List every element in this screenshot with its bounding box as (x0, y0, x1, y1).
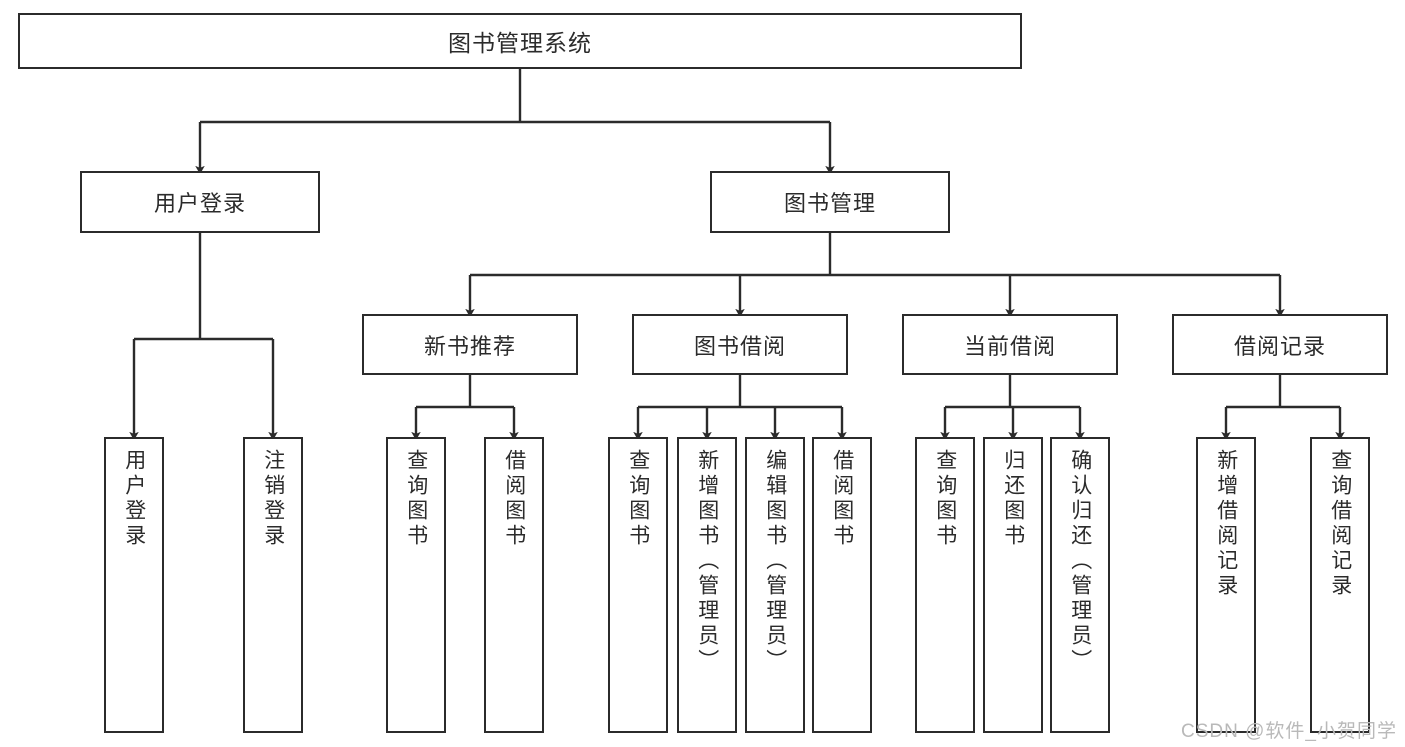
node-label: 图书管理系统 (448, 30, 592, 56)
node-label: 确认归还（管理员） (1068, 449, 1092, 674)
node-root: 图书管理系统 (18, 13, 1022, 69)
node-label: 编辑图书（管理员） (763, 449, 787, 674)
node-label: 借阅记录 (1233, 333, 1326, 359)
node-label: 归还图书 (1001, 449, 1025, 549)
node-label: 借阅图书 (502, 449, 526, 549)
node-leaf-edit-book-admin: 编辑图书（管理员） (745, 437, 805, 733)
node-leaf-confirm-return-admin: 确认归还（管理员） (1050, 437, 1110, 733)
connector-lines (129, 69, 1345, 441)
node-label: 用户登录 (122, 449, 146, 549)
node-leaf-query-borrow-record: 查询借阅记录 (1310, 437, 1370, 733)
node-label: 借阅图书 (830, 449, 854, 549)
node-book-management: 图书管理 (710, 171, 950, 233)
node-label: 查询借阅记录 (1328, 449, 1352, 599)
node-book-borrow: 图书借阅 (632, 314, 848, 375)
node-leaf-query-book-2: 查询图书 (608, 437, 668, 733)
node-label: 新书推荐 (423, 333, 516, 359)
node-label: 查询图书 (933, 449, 957, 549)
node-label: 用户登录 (153, 191, 246, 216)
node-label: 查询图书 (626, 449, 650, 549)
node-current-borrow: 当前借阅 (902, 314, 1118, 375)
node-new-book-recommend: 新书推荐 (362, 314, 578, 375)
node-label: 新增借阅记录 (1214, 449, 1238, 599)
node-label: 新增图书（管理员） (695, 449, 719, 674)
node-leaf-borrow-book-1: 借阅图书 (484, 437, 544, 733)
csdn-watermark: CSDN @软件_小贺同学 (1181, 721, 1397, 742)
node-leaf-query-book-1: 查询图书 (386, 437, 446, 733)
node-label: 查询图书 (404, 449, 428, 549)
node-label: 图书借阅 (693, 333, 786, 359)
node-leaf-borrow-book-2: 借阅图书 (812, 437, 872, 733)
node-label: 图书管理 (783, 191, 876, 216)
node-leaf-add-borrow-record: 新增借阅记录 (1196, 437, 1256, 733)
node-label: 当前借阅 (963, 333, 1056, 359)
node-label: 注销登录 (261, 449, 285, 549)
node-leaf-user-login: 用户登录 (104, 437, 164, 733)
node-leaf-return-book: 归还图书 (983, 437, 1043, 733)
node-user-login: 用户登录 (80, 171, 320, 233)
node-borrow-record: 借阅记录 (1172, 314, 1388, 375)
node-leaf-user-logout: 注销登录 (243, 437, 303, 733)
node-leaf-add-book-admin: 新增图书（管理员） (677, 437, 737, 733)
node-leaf-query-book-3: 查询图书 (915, 437, 975, 733)
